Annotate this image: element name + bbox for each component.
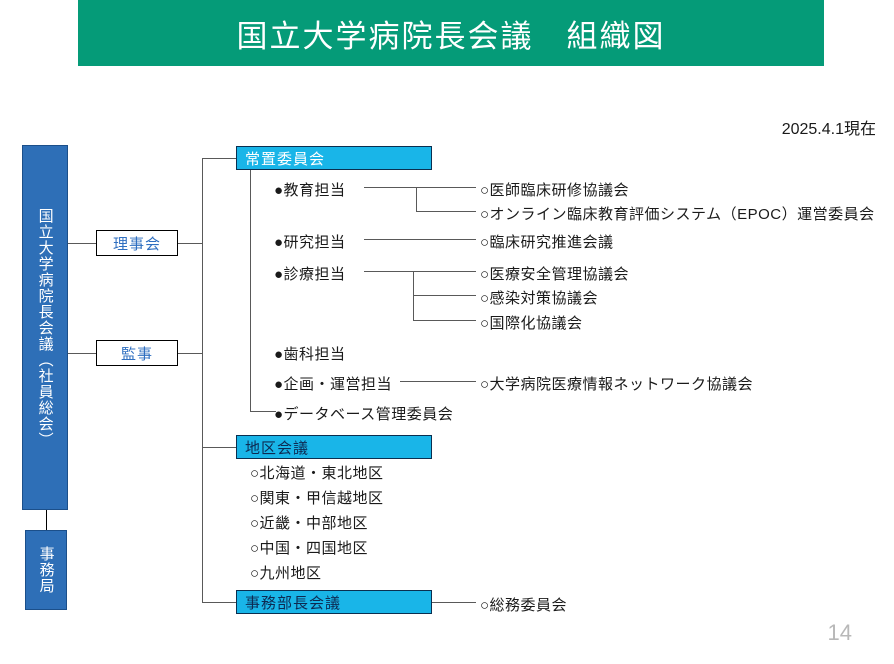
main-trunk-line [202, 158, 203, 602]
division-label-planning-operations[interactable]: ●企画・運営担当 [274, 376, 393, 393]
committee-medical-safety[interactable]: ○医療安全管理協議会 [480, 266, 630, 283]
committee-internationalization[interactable]: ○国際化協議会 [480, 315, 583, 332]
region-hokkaido-tohoku[interactable]: ○北海道・東北地区 [250, 465, 384, 482]
connector-education-child1 [364, 187, 476, 188]
connector-assembly-board [68, 243, 96, 244]
committee-infection-control[interactable]: ○感染対策協議会 [480, 290, 599, 307]
standing-committee-label: 常置委員会 [245, 150, 326, 168]
connector-assembly-auditor [68, 353, 96, 354]
connector-auditor-trunk [178, 353, 202, 354]
admin-directors-meeting-header[interactable]: 事務部長会議 [236, 590, 432, 614]
connector-trunk-standing [202, 158, 236, 159]
committee-clinical-research-promotion[interactable]: ○臨床研究推進会議 [480, 234, 614, 251]
connector-education-drop [416, 187, 417, 212]
connector-care-child1 [364, 271, 476, 272]
division-label-research[interactable]: ●研究担当 [274, 234, 346, 251]
auditor-label: 監事 [120, 345, 153, 363]
assembly-label: 国立大学病院長会議（社員総会） [36, 207, 54, 448]
connector-trunk-district [202, 447, 236, 448]
committee-doctor-clinical-training[interactable]: ○医師臨床研修協議会 [480, 182, 630, 199]
connector-education-child2 [416, 211, 476, 212]
connector-planning-child1 [400, 381, 476, 382]
connector-care-child3 [413, 320, 476, 321]
region-kinki-chubu[interactable]: ○近畿・中部地区 [250, 515, 369, 532]
connector-trunk-admin [202, 602, 236, 603]
page-number: 14 [827, 620, 852, 645]
connector-board-trunk [178, 243, 202, 244]
effective-date-note: 2025.4.1現在 [781, 121, 876, 138]
connector-research-child1 [364, 239, 476, 240]
page-title: 国立大学病院長会議 組織図 [236, 18, 666, 54]
standing-committee-spine [250, 170, 251, 412]
admin-directors-meeting-label: 事務部長会議 [245, 594, 342, 612]
connector-admin-child1 [432, 602, 476, 603]
committee-epoc-operation[interactable]: ○オンライン臨床教育評価システム（EPOC）運営委員会 [480, 206, 875, 223]
committee-general-affairs[interactable]: ○総務委員会 [480, 597, 568, 614]
region-kyushu[interactable]: ○九州地区 [250, 565, 322, 582]
standing-committee-header[interactable]: 常置委員会 [236, 146, 432, 170]
connector-care-drop [413, 271, 414, 321]
division-label-education[interactable]: ●教育担当 [274, 182, 346, 199]
connector-assembly-secretariat [46, 510, 48, 530]
board-of-directors-box[interactable]: 理事会 [96, 230, 178, 256]
secretariat-label: 事務局 [37, 546, 55, 594]
board-label: 理事会 [112, 235, 161, 253]
division-label-medical-care[interactable]: ●診療担当 [274, 266, 346, 283]
assembly-box[interactable]: 国立大学病院長会議（社員総会） [22, 145, 68, 510]
district-meeting-label: 地区会議 [245, 439, 310, 457]
division-label-dentistry[interactable]: ●歯科担当 [274, 346, 346, 363]
secretariat-box[interactable]: 事務局 [25, 530, 67, 610]
title-banner: 国立大学病院長会議 組織図 [78, 0, 824, 66]
region-chugoku-shikoku[interactable]: ○中国・四国地区 [250, 540, 369, 557]
district-meeting-header[interactable]: 地区会議 [236, 435, 432, 459]
auditor-box[interactable]: 監事 [96, 340, 178, 366]
region-kanto-koshinetsu[interactable]: ○関東・甲信越地区 [250, 490, 384, 507]
connector-spine-database [250, 411, 276, 412]
committee-medical-info-network[interactable]: ○大学病院医療情報ネットワーク協議会 [480, 376, 754, 393]
connector-care-child2 [413, 295, 476, 296]
division-label-database-management[interactable]: ●データベース管理委員会 [274, 406, 454, 423]
